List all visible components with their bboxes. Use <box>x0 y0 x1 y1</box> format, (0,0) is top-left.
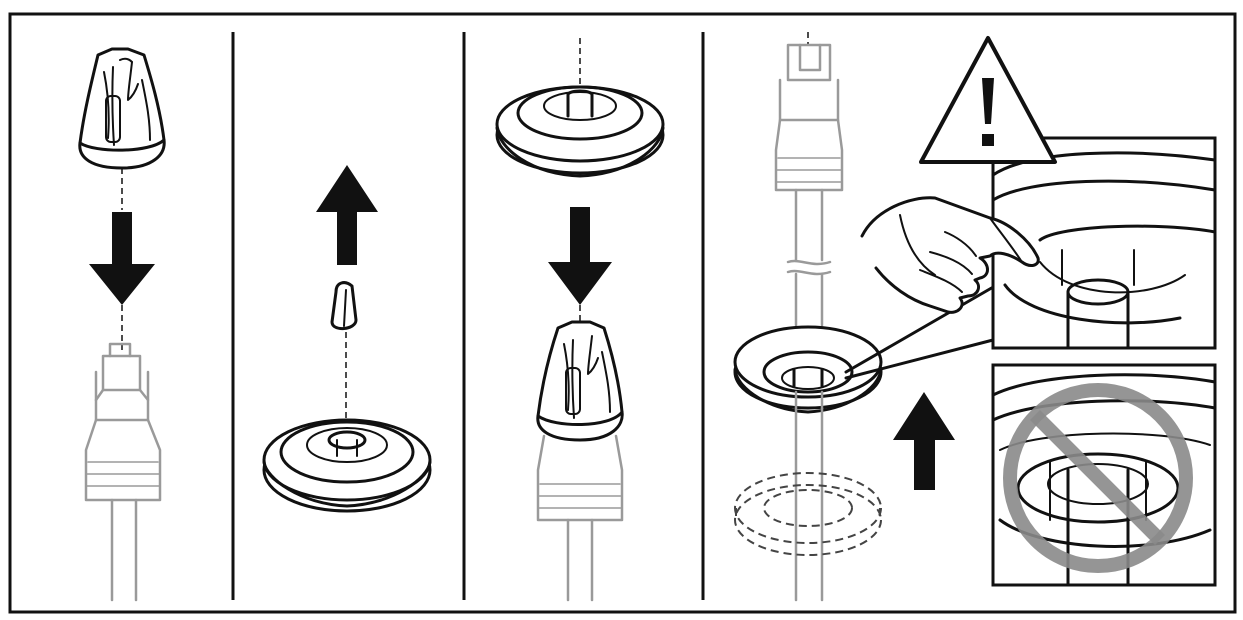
panel-2 <box>262 165 432 513</box>
rj45-plug-icon <box>84 342 162 602</box>
grommet-ghost-icon <box>734 472 882 556</box>
rj45-plug-top-icon <box>774 32 844 327</box>
inset-incorrect-seating <box>991 363 1217 587</box>
warning-triangle-icon <box>919 36 1057 164</box>
pointing-hand-icon <box>860 196 1040 314</box>
booted-plug-icon <box>536 320 624 602</box>
panel-1 <box>78 47 166 602</box>
arrow-down-icon <box>89 212 155 305</box>
grommet-on-cable-icon <box>733 325 883 602</box>
panel-3 <box>495 38 665 602</box>
grommet-top-icon <box>495 85 665 178</box>
arrow-up-icon <box>316 165 378 265</box>
prohibition-icon <box>1003 383 1193 573</box>
arrow-down-icon <box>548 207 612 305</box>
panel-4 <box>733 32 1217 602</box>
grommet-icon <box>262 418 432 513</box>
arrow-up-icon <box>893 392 955 490</box>
cable-boot-icon <box>78 47 166 170</box>
plug-insert-icon <box>330 281 358 330</box>
